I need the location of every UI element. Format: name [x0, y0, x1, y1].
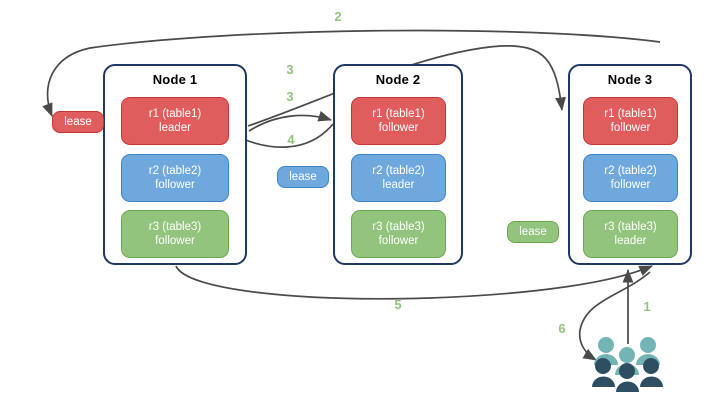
replica-node2-r2: r2 (table2) leader [351, 154, 446, 202]
replica-label-line1: r2 (table2) [148, 165, 202, 177]
arrow-step-5 [175, 265, 653, 300]
replica-node1-r1: r1 (table1) leader [121, 97, 229, 145]
step-label-5: 5 [394, 297, 402, 312]
lease-token-red: lease [52, 111, 104, 133]
step-label-3-upper: 3 [286, 62, 294, 77]
replica-label-line1: r1 (table1) [604, 108, 657, 120]
lease-label: lease [519, 226, 547, 238]
step-label-4: 4 [287, 132, 295, 147]
replica-label-line2: follower [610, 122, 651, 134]
replica-label-line1: r1 (table1) [148, 108, 202, 120]
replica-label-line2: follower [378, 122, 419, 134]
replica-label-line1: r3 (table3) [148, 221, 202, 233]
users-group-icon [592, 337, 663, 392]
lease-label: lease [289, 171, 317, 183]
replica-node3-r2: r2 (table2) follower [583, 154, 678, 202]
replica-label-line1: r3 (table3) [604, 221, 657, 233]
replica-label-line1: r2 (table2) [372, 165, 425, 177]
lease-token-blue: lease [277, 166, 329, 188]
step-label-3-lower: 3 [286, 89, 294, 104]
lease-token-green: lease [507, 221, 559, 243]
replica-label-line2: leader [159, 122, 191, 134]
replica-label-line1: r1 (table1) [372, 108, 425, 120]
replica-label-line1: r3 (table3) [372, 221, 425, 233]
replica-label-line2: leader [382, 179, 415, 191]
replica-node3-r3: r3 (table3) leader [583, 210, 678, 258]
replica-label-line2: follower [610, 179, 651, 191]
lease-label: lease [64, 116, 92, 128]
step-label-6: 6 [558, 321, 566, 336]
replica-label-line2: follower [155, 235, 195, 247]
replica-node2-r3: r3 (table3) follower [351, 210, 446, 258]
replica-node1-r2: r2 (table2) follower [121, 154, 229, 202]
step-label-2: 2 [334, 9, 342, 24]
node-title-1: Node 1 [152, 72, 198, 87]
replica-label-line1: r2 (table2) [604, 165, 657, 177]
replica-node3-r1: r1 (table1) follower [583, 97, 678, 145]
step-label-1: 1 [643, 299, 651, 314]
replica-label-line2: leader [614, 235, 647, 247]
replica-node2-r1: r1 (table1) follower [351, 97, 446, 145]
replica-node1-r3: r3 (table3) follower [121, 210, 229, 258]
node-title-3: Node 3 [607, 72, 653, 87]
node-title-2: Node 2 [375, 72, 421, 87]
replica-label-line2: follower [378, 235, 419, 247]
arrow-step-3-lower [248, 110, 332, 132]
replica-label-line2: follower [155, 179, 195, 191]
